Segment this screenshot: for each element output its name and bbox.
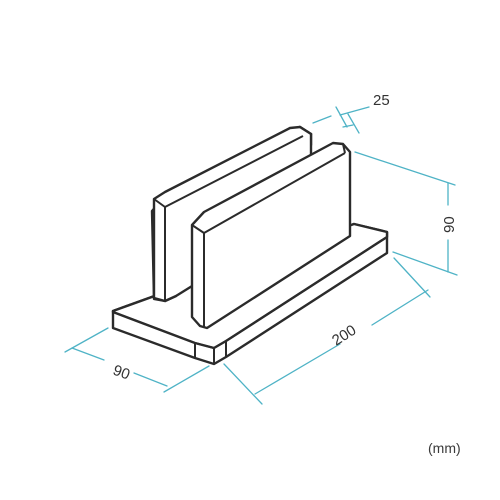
dim-depth-ext-left [64, 327, 109, 353]
dim-length-line-upper [371, 289, 429, 326]
dimension-depth: 90 [64, 327, 210, 393]
dim-length-label: 200 [329, 322, 359, 350]
dim-depth-label: 90 [111, 362, 132, 384]
dim-length-ext-right [393, 257, 431, 298]
front-plate [190, 141, 352, 330]
unit-label: (mm) [428, 440, 461, 456]
dim-length-line-lower [254, 343, 341, 395]
dim-thickness-ext-1 [312, 115, 332, 124]
dimension-height: 90 [354, 151, 458, 276]
dim-thickness-leader [339, 106, 370, 116]
dimension-plate-thickness: 25 [312, 92, 390, 134]
front-plate-face [190, 141, 352, 330]
dim-height-ext-top [354, 151, 456, 186]
dim-length-ext-left [223, 363, 263, 405]
dim-depth-line-right [133, 372, 168, 387]
dim-height-ext-bottom [392, 251, 458, 276]
dim-thickness-tick-2 [347, 113, 360, 134]
dim-height-label: 90 [441, 216, 458, 233]
dim-depth-ext-right [163, 365, 210, 393]
front-plate-top-corner [342, 143, 346, 154]
dim-thickness-ext-2 [342, 124, 354, 128]
dim-depth-line-left [71, 347, 105, 361]
dim-thickness-label: 25 [373, 92, 390, 109]
dim-thickness-tick-1 [335, 106, 348, 128]
